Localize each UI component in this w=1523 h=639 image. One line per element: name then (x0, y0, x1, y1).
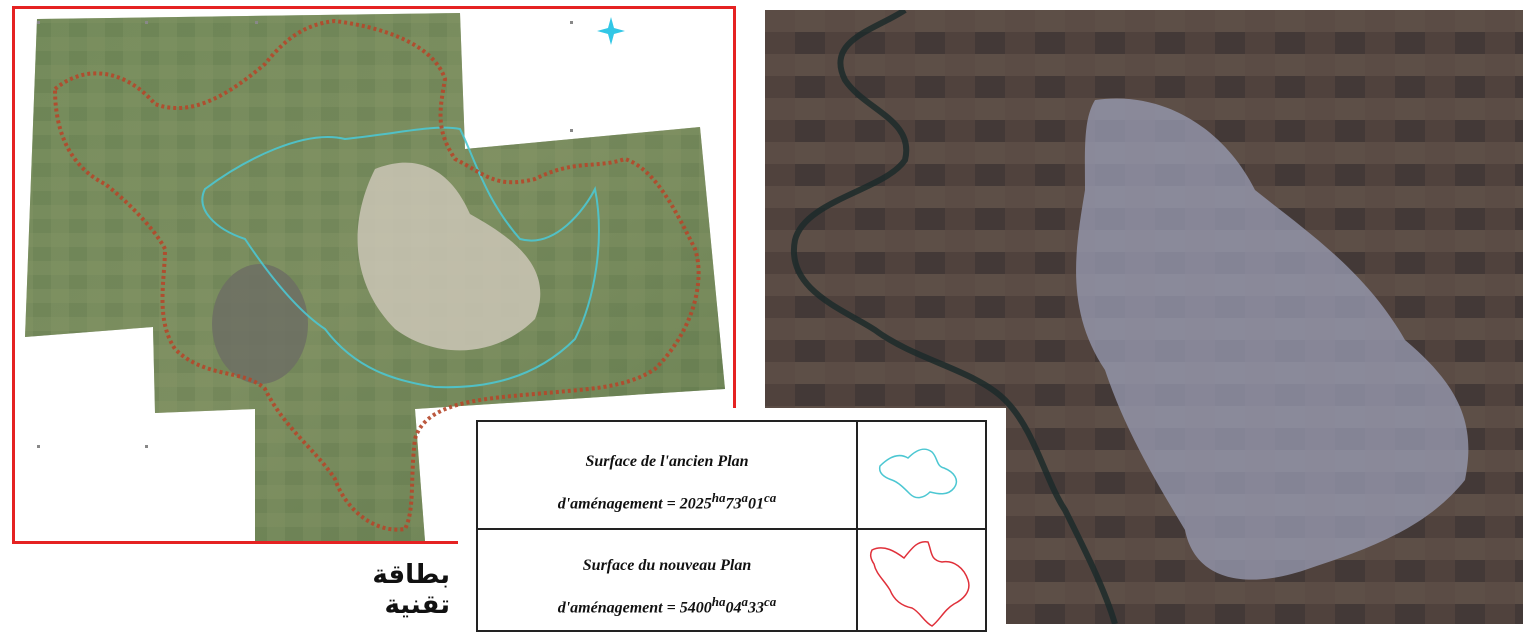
new-plan-ca-value: 33 (747, 599, 764, 617)
new-plan-are-value: 04 (725, 599, 742, 617)
old-plan-are-value: 73 (725, 495, 742, 513)
north-arrow-icon (597, 17, 625, 45)
old-plan-map (12, 6, 736, 544)
new-plan-a-unit: a (741, 594, 748, 609)
legend-divider-horizontal (478, 528, 985, 530)
old-plan-a-unit: a (741, 490, 748, 505)
new-plan-boundary (52, 18, 701, 532)
new-plan-label-line2: d'aménagement = 5400ha04a33ca (478, 582, 856, 628)
old-plan-label-line2: d'aménagement = 2025ha73a01ca (478, 478, 856, 524)
old-plan-ca-value: 01 (747, 495, 764, 513)
urban-area-new (1076, 98, 1469, 580)
new-plan-area-value: d'aménagement = 5400 (557, 599, 712, 617)
grid-ticks (37, 21, 573, 448)
old-plan-boundary (201, 126, 600, 389)
legend-panel (458, 408, 1006, 634)
old-plan-ha-unit: ha (711, 490, 726, 505)
new-plan-outline-icon (869, 540, 970, 627)
urban-area (357, 162, 541, 351)
old-plan-map-svg (25, 13, 725, 541)
old-plan-title: Surface de l'ancien Plan (585, 453, 749, 470)
river (790, 10, 1118, 624)
old-plan-swatch (858, 422, 985, 526)
old-plan-area-value: d'aménagement = 2025 (557, 495, 712, 513)
new-plan-title: Surface du nouveau Plan (582, 557, 752, 574)
old-plan-ca-unit: ca (763, 490, 777, 505)
technical-sheet-caption: بطاقة تقنية (372, 560, 450, 620)
old-plan-label-line1: Surface de l'ancien Plan (478, 442, 856, 482)
new-plan-swatch (858, 530, 985, 634)
new-plan-ha-unit: ha (711, 594, 726, 609)
new-plan-label-line1: Surface du nouveau Plan (478, 546, 856, 586)
new-satellite-map-svg (765, 10, 1523, 624)
new-satellite-map (765, 10, 1523, 624)
legend-divider-vertical (856, 422, 858, 630)
lake (212, 264, 308, 384)
old-plan-outline-icon (878, 448, 958, 499)
legend-table: Surface de l'ancien Plan d'aménagement =… (476, 420, 987, 632)
new-plan-ca-unit: ca (763, 594, 777, 609)
